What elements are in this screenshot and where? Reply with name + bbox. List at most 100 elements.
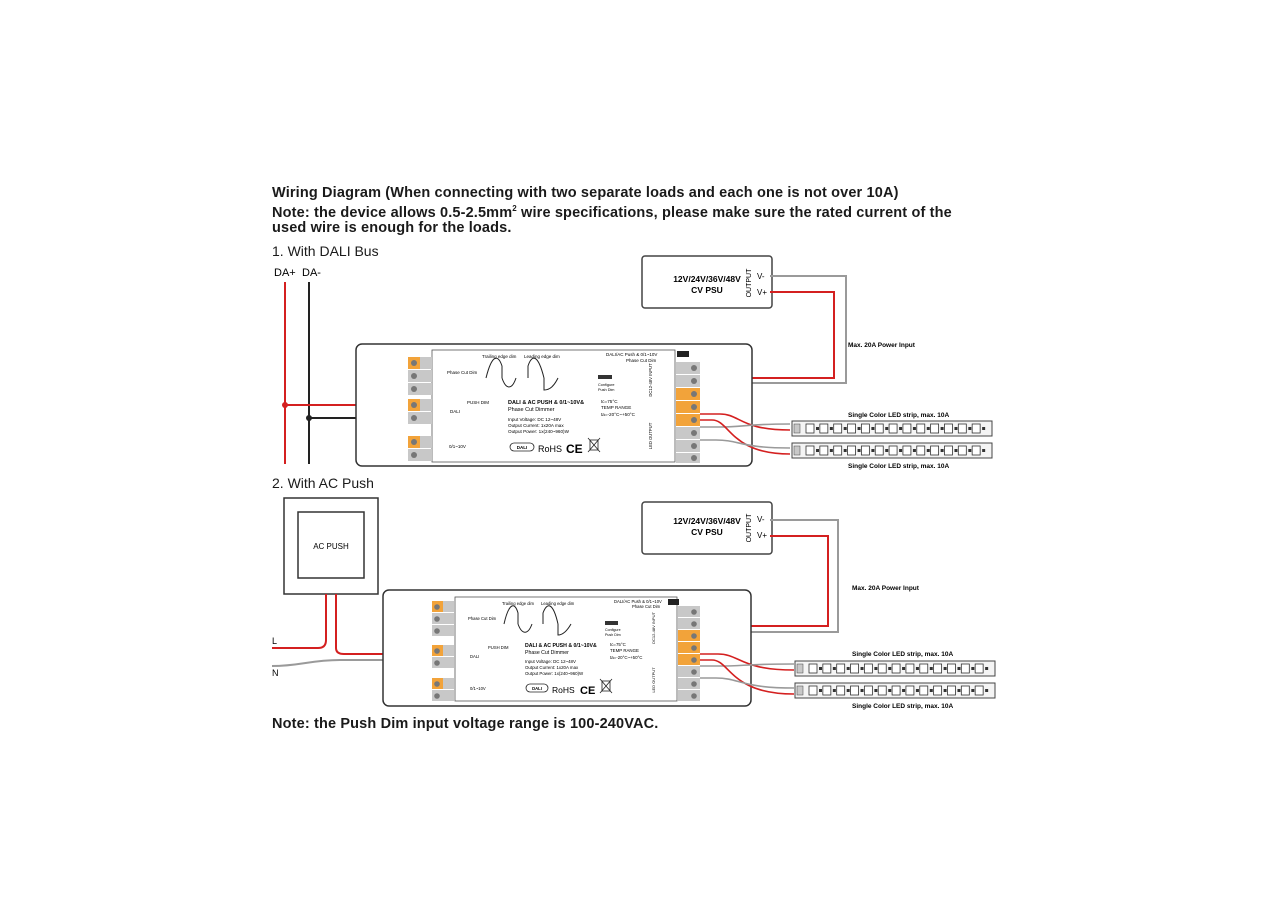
psu-type-label: CV PSU xyxy=(691,285,723,295)
push-dim-label: PUSH DIM xyxy=(467,400,489,405)
led-chip xyxy=(919,663,929,674)
psu2-negative-wire xyxy=(700,519,839,633)
led-resistor xyxy=(954,427,958,430)
led-chip xyxy=(833,423,843,434)
led-strip-solder-pad xyxy=(793,445,801,456)
led-resistor xyxy=(874,689,878,692)
switch-to-push-wire xyxy=(335,594,434,655)
strip4-label: Single Color LED strip, max. 10A xyxy=(852,703,953,710)
dimmer2-label-panel xyxy=(454,596,678,702)
led-resistor xyxy=(846,667,850,670)
led-chip xyxy=(974,685,984,696)
input-side-label-2: DC12-48V INPUT xyxy=(651,612,656,644)
psu2-positive-wire xyxy=(700,535,829,627)
led-chip xyxy=(805,445,815,456)
strip2-label: Single Color LED strip, max. 10A xyxy=(848,463,949,470)
section2-group: AC PUSH L N 12V/24V/36V/48V CV PSU OUTPU… xyxy=(271,497,996,710)
led-strip-solder-pad xyxy=(796,663,804,674)
dip-title-2: DALI/AC Push & 0/1~10V xyxy=(614,599,662,604)
led-strip-1 xyxy=(791,420,993,437)
da-plus-junction xyxy=(282,402,288,408)
power-input-label: Max. 20A Power Input xyxy=(848,342,916,349)
led-strip-4 xyxy=(794,682,996,699)
led-resistor xyxy=(902,689,906,692)
tc-spec-2: tc=75°C xyxy=(610,642,626,647)
config-switch xyxy=(598,375,612,379)
phase-cut-label-2: Phase Cut Dim xyxy=(468,616,497,621)
led-chip xyxy=(944,445,953,456)
psu-positive-wire xyxy=(700,291,835,379)
leading-edge-wave-2 xyxy=(542,605,572,636)
ac-push-label: AC PUSH xyxy=(313,542,349,551)
led-resistor xyxy=(843,449,847,452)
led-chip xyxy=(891,685,901,696)
led-chip xyxy=(944,423,953,434)
strip3-label: Single Color LED strip, max. 10A xyxy=(852,651,953,658)
led-resistor xyxy=(982,449,986,452)
trailing-edge-wave xyxy=(485,357,517,388)
led-strip-3 xyxy=(794,660,996,677)
section1-heading: 1. With DALI Bus xyxy=(272,243,379,259)
led-chip xyxy=(957,445,967,456)
led-chip xyxy=(933,685,943,696)
config-switch-label: Configure xyxy=(598,383,614,387)
footer-note: Note: the Push Dim input voltage range i… xyxy=(272,716,659,732)
temp-range-label: TEMP RANGE xyxy=(601,405,631,410)
led-chip xyxy=(819,423,829,434)
led-chip xyxy=(808,685,818,696)
da-plus-label: DA+ xyxy=(274,267,296,279)
led-chip xyxy=(847,423,856,434)
led-resistor xyxy=(871,427,875,430)
analog-input-label: 0/1~10V xyxy=(449,444,466,449)
ta-spec-2: ta=-20°C~+50°C xyxy=(610,655,642,660)
dip-switch-2 xyxy=(668,599,679,605)
dimmer-label-panel xyxy=(431,349,676,463)
weee-bin-icon xyxy=(587,437,601,453)
psu-output-label: OUTPUT xyxy=(746,268,753,298)
wire-spec-note-line2: used wire is enough for the loads. xyxy=(272,220,512,236)
led-resistor xyxy=(816,427,819,430)
led-resistor xyxy=(940,427,944,430)
led-chip xyxy=(933,663,943,674)
led-chip xyxy=(916,445,926,456)
led-chip xyxy=(877,663,887,674)
led-resistor xyxy=(899,427,903,430)
dali-logo-text-2: DALI xyxy=(532,686,542,691)
led-strip-solder-pad xyxy=(793,423,801,434)
ac-push-switch-inner xyxy=(297,511,365,579)
led-chip xyxy=(947,663,956,674)
strip1-negative-wire xyxy=(700,423,791,428)
led-resistor xyxy=(857,427,861,430)
led-resistor xyxy=(899,449,903,452)
section1-group: DA+ DA- 12V/24V/36V/48V CV PSU OUTPUT V-… xyxy=(274,255,993,470)
led-chip xyxy=(930,445,940,456)
device-name-2: Phase Cut Dimmer xyxy=(508,407,555,413)
led-chip xyxy=(888,445,898,456)
phase-cut-label: Phase Cut Dim xyxy=(447,370,478,375)
led-output-side-label-2: LED OUTPUT xyxy=(651,667,656,693)
dip-subtitle-2: Phase Cut Dim xyxy=(632,604,661,609)
led-chip xyxy=(822,685,832,696)
led-resistor xyxy=(915,667,919,670)
da-minus-junction xyxy=(306,415,312,421)
led-resistor xyxy=(957,689,961,692)
led-chip xyxy=(850,663,859,674)
ce-mark-2: CE xyxy=(580,685,595,697)
psu2-vplus-label: V+ xyxy=(757,531,767,540)
led-resistor xyxy=(912,449,916,452)
led-resistor xyxy=(885,427,889,430)
wire-spec-note-b: wire specifications, please make sure th… xyxy=(516,204,952,221)
led-resistor xyxy=(902,667,906,670)
psu-vplus-label: V+ xyxy=(757,288,767,297)
led-resistor xyxy=(982,427,986,430)
led-chip xyxy=(974,663,984,674)
output-power-spec-2: Output Power: 1x(240~960)W xyxy=(525,671,584,676)
wire-spec-note-a: Note: the device allows 0.5-2.5mm xyxy=(272,204,513,221)
strip4-positive-wire xyxy=(700,659,795,695)
device2-name-2: Phase Cut Dimmer xyxy=(525,650,569,656)
psu-negative-wire xyxy=(700,275,847,384)
leading-edge-wave xyxy=(527,357,559,391)
led-resistor xyxy=(926,449,930,452)
config-switch-label2: Push Dim xyxy=(598,388,614,392)
